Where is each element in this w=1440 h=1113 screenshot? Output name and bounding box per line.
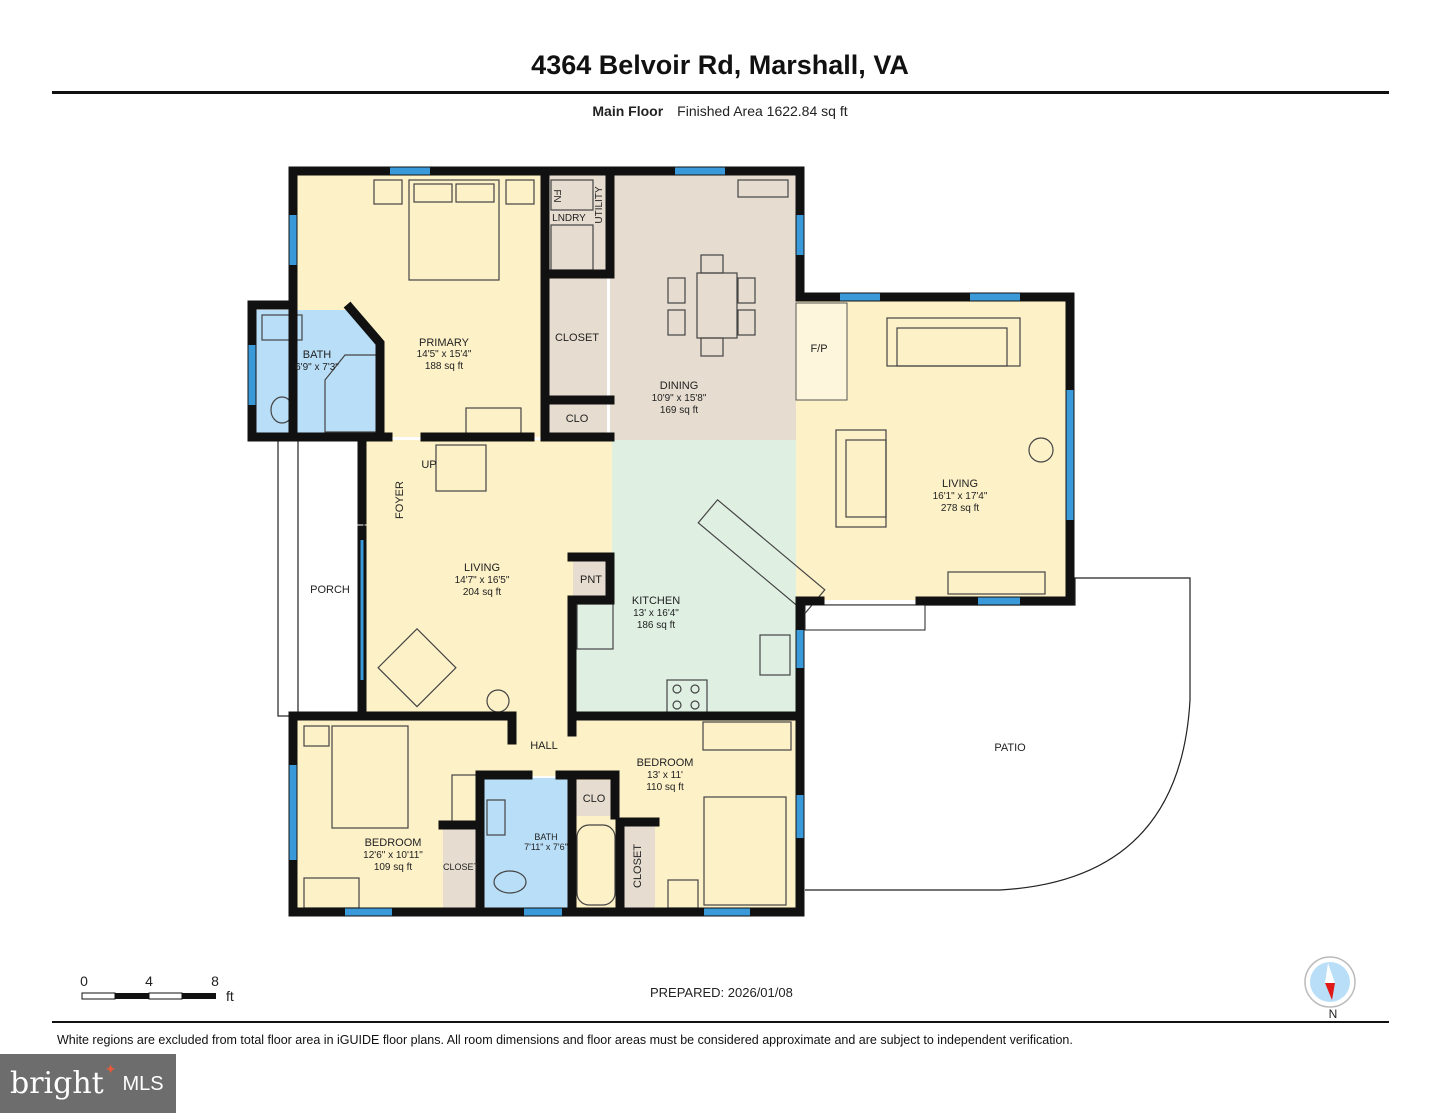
scale-tick: 8	[211, 973, 219, 989]
room-name: BEDROOM	[637, 757, 694, 769]
room-dims: 13' x 16'4"	[633, 608, 679, 619]
porch	[277, 439, 365, 717]
closet-left	[443, 828, 480, 908]
disclaimer: White regions are excluded from total fl…	[57, 1033, 1073, 1047]
room-name: FOYER	[394, 481, 406, 519]
scale-tick: 0	[80, 973, 88, 989]
room-dims: 14'5" x 15'4"	[417, 349, 472, 360]
closet-primary	[547, 278, 607, 398]
patio	[805, 577, 1191, 891]
page-title: 4364 Belvoir Rd, Marshall, VA	[531, 50, 909, 80]
room-name: PORCH	[310, 584, 350, 596]
room-name: LIVING	[464, 562, 500, 574]
room-name: CLOSET	[555, 332, 599, 344]
room-area: 278 sq ft	[941, 503, 980, 514]
room-name: CLOSET	[632, 844, 644, 888]
divider	[52, 91, 1389, 94]
pantry	[573, 560, 610, 598]
primary-bath	[255, 310, 380, 437]
compass-label: N	[1329, 1007, 1338, 1021]
room-name: PNT	[580, 574, 602, 586]
room-name: BEDROOM	[365, 837, 422, 849]
floor-name: Main Floor	[592, 103, 664, 119]
kitchen	[572, 440, 796, 716]
room-name: PATIO	[994, 742, 1026, 754]
fireplace	[795, 302, 848, 401]
room-area: 204 sq ft	[463, 587, 502, 598]
room-dims: 16'1" x 17'4"	[933, 491, 988, 502]
bright-mls-logo: bright✦MLS	[0, 1054, 176, 1113]
room-area: 110 sq ft	[646, 782, 684, 793]
room-name: CLO	[583, 793, 606, 805]
room-dims: 12'6" x 10'11"	[363, 850, 423, 861]
room-name: KITCHEN	[632, 595, 680, 607]
laundry-utility	[547, 175, 610, 272]
room-dims: 10'9" x 15'8"	[652, 393, 707, 404]
windows	[248, 167, 1074, 916]
room-name: FN	[551, 189, 562, 202]
compass-icon: N	[1304, 956, 1356, 1021]
finished-area: Finished Area 1622.84 sq ft	[677, 103, 848, 119]
scale-unit: ft	[226, 988, 234, 1004]
room-name: UP	[421, 459, 436, 471]
closet-right	[622, 825, 655, 908]
room-dims: 7'11" x 7'6"	[524, 842, 568, 852]
room-dims: 14'7" x 16'5"	[455, 575, 510, 586]
scale-bar: 0 4 8 ft	[80, 973, 234, 1004]
room-dims: 6'9" x 7'3"	[295, 362, 339, 373]
room-name: F/P	[810, 343, 827, 355]
room-name: PRIMARY	[419, 337, 470, 349]
scale-tick: 4	[145, 973, 153, 989]
room-area: 109 sq ft	[374, 862, 413, 873]
room-name: CLO	[566, 413, 589, 425]
room-name: UTILITY	[594, 186, 605, 224]
clo-primary	[547, 402, 607, 437]
room-name: CLOSET	[443, 862, 480, 872]
floor-info: Main Floor Finished Area 1622.84 sq ft	[0, 103, 1440, 119]
hall	[513, 716, 573, 776]
room-dims: 13' x 11'	[647, 770, 683, 781]
room-name: DINING	[660, 380, 699, 392]
divider	[52, 1021, 1389, 1023]
room-area: 188 sq ft	[425, 361, 464, 372]
room-area: 169 sq ft	[660, 405, 699, 416]
room-name: BATH	[303, 349, 332, 361]
room-name: LIVING	[942, 478, 978, 490]
patio-step	[804, 604, 926, 631]
room-name: HALL	[530, 740, 558, 752]
dining-room	[610, 175, 796, 442]
clo-bath2	[573, 780, 615, 816]
prepared-date: PREPARED: 2026/01/08	[650, 985, 793, 1000]
room-name: LNDRY	[552, 213, 586, 224]
room-name: BATH	[534, 832, 557, 842]
room-area: 186 sq ft	[637, 620, 676, 631]
